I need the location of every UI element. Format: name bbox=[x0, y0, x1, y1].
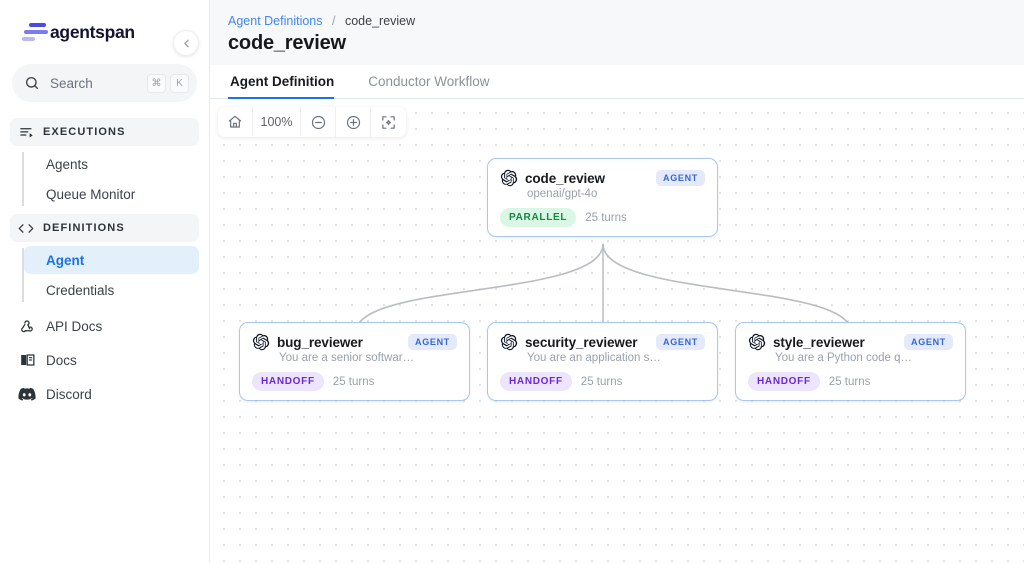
node-mode-pill: HANDOFF bbox=[748, 372, 820, 391]
search-kbd-mod: ⌘ bbox=[147, 73, 166, 93]
node-subtitle: openai/gpt-4o bbox=[527, 188, 598, 200]
sidebar-item-agent[interactable]: Agent bbox=[24, 246, 199, 274]
node-mode-pill: HANDOFF bbox=[252, 372, 324, 391]
search-kbd-key: K bbox=[170, 73, 189, 93]
sidebar-item-docs[interactable]: Docs bbox=[10, 344, 199, 376]
sidebar-item-queue-monitor[interactable]: Queue Monitor bbox=[46, 186, 136, 202]
graph-node-bug-reviewer[interactable]: bug_reviewer AGENT You are a senior soft… bbox=[239, 322, 470, 401]
brand-name: agentspan bbox=[50, 21, 135, 42]
node-type-badge: AGENT bbox=[656, 170, 705, 186]
sidebar-item-label: Docs bbox=[46, 352, 77, 368]
node-turns: 25 turns bbox=[332, 375, 375, 388]
graph-node-security-reviewer[interactable]: security_reviewer AGENT You are an appli… bbox=[487, 322, 718, 401]
node-title: style_reviewer bbox=[773, 334, 865, 350]
sidebar-section-label: EXECUTIONS bbox=[43, 126, 126, 138]
sidebar: agentspan Search ⌘ K bbox=[0, 0, 210, 563]
node-mode-pill: HANDOFF bbox=[500, 372, 572, 391]
sidebar-item-api-docs[interactable]: API Docs bbox=[10, 310, 199, 342]
tab-agent-definition[interactable]: Agent Definition bbox=[228, 74, 348, 99]
fit-view-button[interactable] bbox=[371, 107, 406, 137]
node-type-badge: AGENT bbox=[904, 334, 953, 350]
node-type-badge: AGENT bbox=[408, 334, 457, 350]
breadcrumb-current: code_review bbox=[344, 14, 416, 28]
sidebar-section-definitions[interactable]: DEFINITIONS bbox=[10, 214, 199, 242]
openai-icon bbox=[252, 333, 270, 351]
breadcrumb-root-link[interactable]: Agent Definitions bbox=[228, 14, 323, 28]
node-subtitle: You are an application s… bbox=[527, 352, 661, 364]
sidebar-section-executions[interactable]: EXECUTIONS bbox=[10, 118, 199, 146]
fit-view-icon bbox=[382, 115, 395, 129]
search-input[interactable]: Search ⌘ K bbox=[12, 64, 197, 102]
openai-icon bbox=[500, 169, 518, 187]
zoom-in-icon bbox=[346, 115, 360, 129]
home-button[interactable] bbox=[218, 107, 253, 137]
code-brackets-icon bbox=[18, 221, 34, 236]
page-header: Agent Definitions / code_review code_rev… bbox=[210, 0, 1024, 65]
search-container: Search ⌘ K bbox=[0, 50, 209, 108]
node-subtitle: You are a Python code q… bbox=[775, 352, 913, 364]
graph-node-code-review[interactable]: code_review AGENT openai/gpt-4o PARALLEL… bbox=[487, 158, 718, 237]
sidebar-item-label: Discord bbox=[46, 386, 92, 402]
node-mode-pill: PARALLEL bbox=[500, 208, 577, 227]
graph-canvas[interactable]: 100% bbox=[210, 99, 1024, 563]
sidebar-subitems-definitions: Agent Credentials bbox=[10, 246, 199, 304]
zoom-out-icon bbox=[311, 115, 325, 129]
graph-edges bbox=[351, 243, 856, 333]
openai-icon bbox=[500, 333, 518, 351]
breadcrumb-separator: / bbox=[332, 14, 336, 28]
page-title: code_review bbox=[228, 32, 346, 54]
tab-conductor-workflow[interactable]: Conductor Workflow bbox=[368, 74, 490, 89]
sidebar-subitems-executions: Agents Queue Monitor bbox=[10, 150, 199, 208]
node-turns: 25 turns bbox=[828, 375, 871, 388]
brand[interactable]: agentspan bbox=[0, 14, 209, 56]
sidebar-section-label: DEFINITIONS bbox=[43, 222, 125, 234]
discord-icon bbox=[18, 387, 36, 401]
search-icon bbox=[24, 75, 40, 91]
tab-bar: Agent Definition Conductor Workflow bbox=[210, 65, 1024, 99]
openai-icon bbox=[748, 333, 766, 351]
node-turns: 25 turns bbox=[580, 375, 623, 388]
node-title: code_review bbox=[525, 170, 605, 186]
sidebar-item-credentials[interactable]: Credentials bbox=[46, 282, 115, 298]
node-turns: 25 turns bbox=[585, 211, 627, 224]
zoom-level[interactable]: 100% bbox=[253, 107, 301, 137]
book-icon bbox=[18, 352, 36, 368]
agentspan-bars-logo bbox=[22, 21, 48, 43]
node-subtitle: You are a senior softwar… bbox=[279, 352, 415, 364]
sidebar-item-label: API Docs bbox=[46, 318, 103, 334]
search-placeholder: Search bbox=[50, 75, 93, 91]
sidebar-item-agents[interactable]: Agents bbox=[46, 156, 89, 172]
zoom-in-button[interactable] bbox=[336, 107, 371, 137]
breadcrumb: Agent Definitions / code_review bbox=[228, 14, 1024, 28]
edge-to-style-reviewer bbox=[602, 243, 856, 333]
edge-to-bug-reviewer bbox=[351, 243, 604, 333]
node-type-badge: AGENT bbox=[656, 334, 705, 350]
home-icon bbox=[228, 115, 242, 128]
zoom-out-button[interactable] bbox=[301, 107, 336, 137]
main-content: Agent Definitions / code_review code_rev… bbox=[210, 0, 1024, 563]
chevron-left-icon bbox=[183, 39, 189, 47]
graph-node-style-reviewer[interactable]: style_reviewer AGENT You are a Python co… bbox=[735, 322, 966, 401]
webhook-icon bbox=[18, 318, 36, 334]
node-title: bug_reviewer bbox=[277, 334, 363, 350]
sidebar-collapse-button[interactable] bbox=[173, 30, 199, 56]
canvas-toolbar: 100% bbox=[218, 107, 406, 137]
sidebar-item-discord[interactable]: Discord bbox=[10, 378, 199, 410]
node-title: security_reviewer bbox=[525, 334, 638, 350]
executions-list-icon bbox=[18, 125, 34, 140]
sidebar-nav: EXECUTIONS Agents Queue Monitor DEFINITI… bbox=[0, 108, 209, 410]
